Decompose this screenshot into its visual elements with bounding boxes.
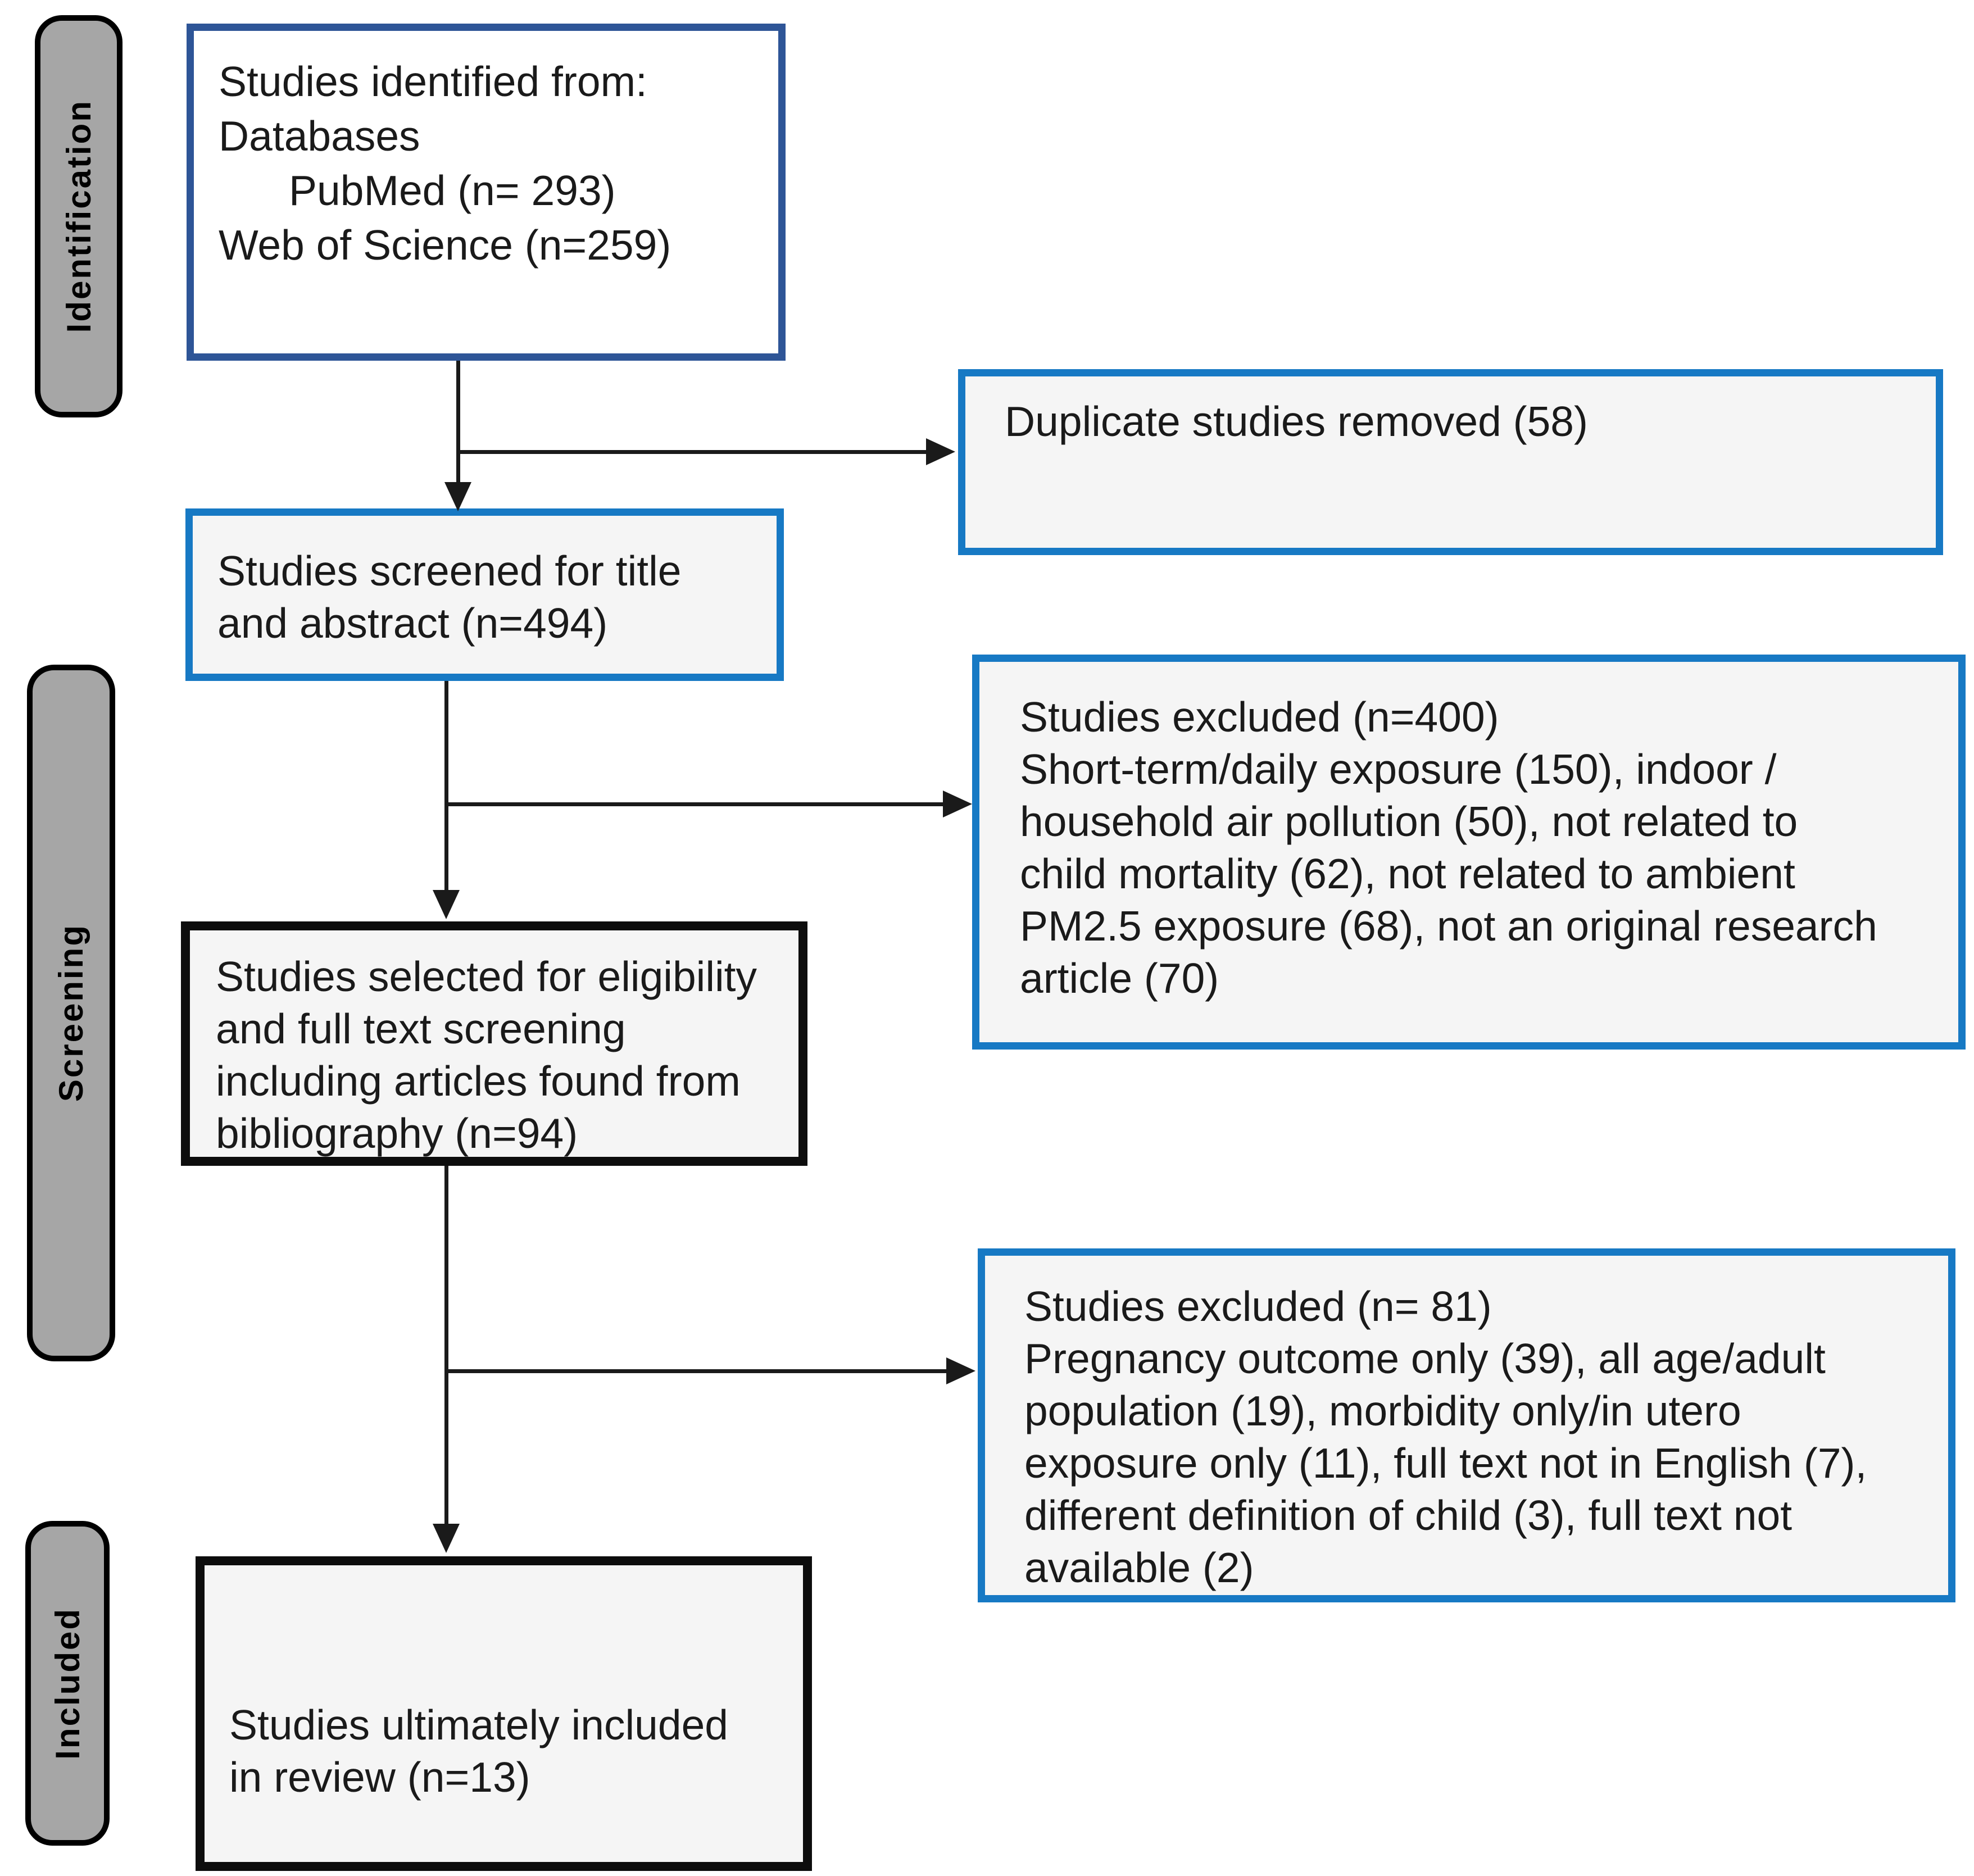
arrowhead-right-icon <box>946 1357 975 1384</box>
box-ultimately-included: Studies ultimately included in review (n… <box>196 1556 812 1871</box>
stage-label-identification: Identification <box>60 99 98 333</box>
connector-to-excluded-screening <box>446 802 943 806</box>
stage-bar-included: Included <box>25 1521 110 1846</box>
box-excluded-full-text-text: Studies excluded (n= 81) Pregnancy outco… <box>1024 1283 1867 1591</box>
box-duplicates-removed-text: Duplicate studies removed (58) <box>1005 398 1588 445</box>
box-excluded-screening-text: Studies excluded (n=400) Short-term/dail… <box>1020 693 1877 1002</box>
connector-screened-to-eligibility <box>444 681 448 891</box>
connector-eligibility-to-included <box>444 1166 448 1525</box>
box-title-abstract-screened: Studies screened for title and abstract … <box>185 508 784 681</box>
box-eligibility-full-text: Studies selected for eligibility and ful… <box>181 921 807 1166</box>
connector-to-excluded-full-text <box>446 1369 946 1373</box>
stage-label-included: Included <box>48 1607 87 1760</box>
arrowhead-down-icon <box>444 482 471 511</box>
arrowhead-right-icon <box>926 438 955 465</box>
box-studies-identified-text: Studies identified from: Databases PubMe… <box>219 58 671 269</box>
arrowhead-down-icon <box>433 1524 460 1553</box>
stage-bar-identification: Identification <box>35 15 122 417</box>
box-studies-identified: Studies identified from: Databases PubMe… <box>187 24 786 361</box>
box-excluded-full-text: Studies excluded (n= 81) Pregnancy outco… <box>978 1248 1955 1602</box>
stage-label-screening: Screening <box>52 924 90 1102</box>
box-eligibility-full-text-text: Studies selected for eligibility and ful… <box>216 953 757 1157</box>
box-title-abstract-screened-text: Studies screened for title and abstract … <box>217 547 682 647</box>
connector-identified-to-screened <box>456 361 460 490</box>
box-duplicates-removed: Duplicate studies removed (58) <box>958 369 1943 555</box>
stage-bar-screening: Screening <box>27 665 115 1361</box>
box-excluded-screening: Studies excluded (n=400) Short-term/dail… <box>972 655 1966 1050</box>
box-ultimately-included-text: Studies ultimately included in review (n… <box>229 1701 728 1801</box>
arrowhead-right-icon <box>943 791 972 817</box>
connector-to-duplicates-removed <box>458 450 929 454</box>
arrowhead-down-icon <box>433 890 460 919</box>
